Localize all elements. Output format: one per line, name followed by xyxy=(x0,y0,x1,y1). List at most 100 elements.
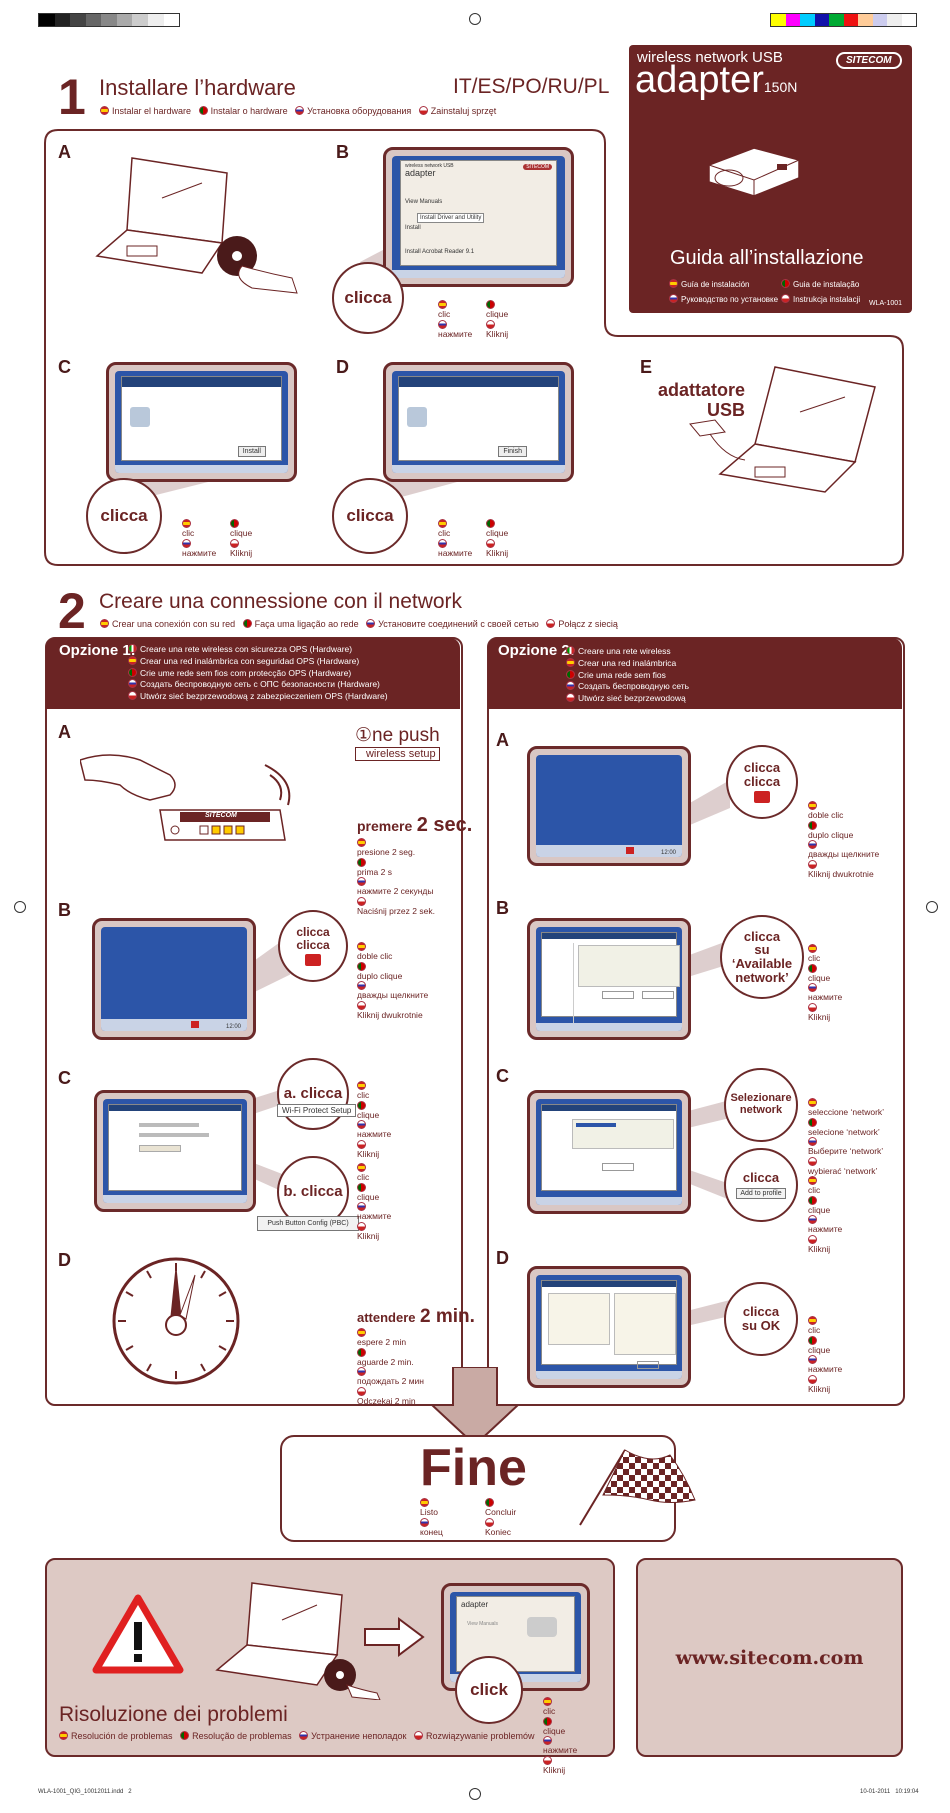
trouble-view-manuals[interactable]: View Manuals xyxy=(467,1621,499,1627)
router-brand: SITECOM xyxy=(205,812,237,819)
opt2b-langs: clic clique нажмите Kliknij xyxy=(808,944,842,1022)
step1-letter-b: B xyxy=(336,142,349,162)
footer-filename: WLA-1001_QIG_10012011.indd 2 xyxy=(38,1789,132,1795)
step1c-screen: Install xyxy=(106,362,297,482)
opt2b-click-bubble: clicca su ‘Available network’ xyxy=(720,915,804,999)
registration-mark-left xyxy=(14,901,26,913)
registration-mark-bottom xyxy=(469,1788,481,1800)
stopwatch-icon xyxy=(110,1255,242,1387)
wifi-tray-icon xyxy=(754,791,770,804)
opt2d-click-bubble: clicca su OK xyxy=(724,1282,798,1356)
step1-letter-d: D xyxy=(336,357,349,377)
trouble-click-langs: clic clique нажмите Kliknij xyxy=(543,1697,577,1775)
right-arrow xyxy=(363,1617,425,1657)
sitecom-url-link[interactable]: www.sitecom.com xyxy=(675,1646,864,1669)
section2-number: 2 xyxy=(58,583,86,639)
section2-subtitles: Crear una conexión con su red Faça uma l… xyxy=(100,619,618,629)
opt2a-dblclick-bubble: clicca clicca xyxy=(726,745,798,819)
step1c-click-bubble: clicca xyxy=(86,478,162,554)
opt2b-screen xyxy=(527,918,691,1040)
wait-langs: espere 2 min aguarde 2 min. подождать 2 … xyxy=(357,1328,424,1406)
opt1c-screen xyxy=(94,1090,256,1212)
finish-button[interactable]: Finish xyxy=(498,446,527,457)
section2-title: Creare una connessione con il network xyxy=(99,590,463,613)
opt2d-langs: clic clique нажмите Kliknij xyxy=(808,1316,842,1394)
install-driver-link-short[interactable]: Install xyxy=(405,225,421,231)
footer-timestamp: 10-01-2011 10:19:04 xyxy=(860,1789,919,1795)
guide-title: Guida all’installazione xyxy=(670,247,864,269)
opt2a-tray-icon[interactable] xyxy=(626,847,634,854)
opt2-letter-d: D xyxy=(496,1248,509,1268)
registration-mark-top xyxy=(469,13,481,25)
product-model-suffix: 150N xyxy=(763,79,798,95)
opt2c-select-langs: seleccione ‘network’ selecione ‘network’… xyxy=(808,1098,884,1176)
install-acrobat-link[interactable]: Install Acrobat Reader 9.1 xyxy=(405,249,475,255)
wifi-tray-icon xyxy=(305,954,321,967)
laptop-cd-illustration xyxy=(92,148,302,303)
router-press-illustration: SITECOM xyxy=(79,740,300,860)
product-line2: adapter150N xyxy=(635,59,798,101)
option2-lines: Creare una rete wireless Crear una red i… xyxy=(566,646,689,705)
install-driver-link[interactable]: Install Driver and Utility xyxy=(417,213,485,223)
registration-mark-right xyxy=(926,901,938,913)
step1d-click-bubble: clicca xyxy=(332,478,408,554)
section1-number: 1 xyxy=(58,69,86,125)
trouble-click-bubble: click xyxy=(455,1656,523,1724)
step1b-click-bubble: clicca xyxy=(332,262,404,334)
option1-header: Opzione 1: Creare una rete wireless con … xyxy=(46,638,460,709)
opt2a-screen: 12:00 xyxy=(527,746,691,866)
opt1-letter-c: C xyxy=(58,1068,71,1088)
laptop-usb-illustration xyxy=(685,362,885,502)
install-button[interactable]: Install xyxy=(237,446,266,457)
add-to-profile-button[interactable]: Add to profile xyxy=(736,1187,786,1199)
option2-header: Opzione 2: Creare una rete wireless Crea… xyxy=(488,638,902,709)
trouble-laptop-illustration xyxy=(212,1575,382,1701)
opt1c-a-langs: clic clique нажмите Kliknij xyxy=(357,1081,391,1159)
down-arrow xyxy=(429,1366,521,1447)
opt1c-b-langs: clic clique нажмите Kliknij xyxy=(357,1163,391,1241)
opt1b-tray-icon[interactable] xyxy=(191,1021,199,1028)
opt1b-dblclick-bubble: clicca clicca xyxy=(278,910,348,982)
press-duration: premere 2 sec. xyxy=(357,814,473,836)
option1-label: Opzione 1: xyxy=(59,642,136,659)
opt1b-screen: 12:00 xyxy=(92,918,256,1040)
wait-duration: attendere 2 min. xyxy=(357,1306,475,1327)
step1-letter-c: C xyxy=(58,357,71,377)
opt1b-clock: 12:00 xyxy=(225,1024,241,1030)
opt2-letter-a: A xyxy=(496,730,509,750)
wps-button[interactable]: Wi-Fi Protect Setup xyxy=(277,1104,357,1117)
step1-letter-a: A xyxy=(58,142,71,162)
press-langs: presione 2 seg. prima 2 s нажмите 2 секу… xyxy=(357,838,435,916)
usb-adapter-image xyxy=(699,140,809,205)
opt2c-click-langs: clic clique нажмите Kliknij xyxy=(808,1176,842,1254)
option1-lines: Creare una rete wireless con sicurezza O… xyxy=(128,644,388,703)
opt2a-langs: doble clic duplo clique дважды щелкните … xyxy=(808,801,879,879)
pbc-button[interactable]: Push Button Config (PBC) xyxy=(257,1216,359,1231)
section1-langs-code: IT/ES/PO/RU/PL xyxy=(453,75,610,98)
url-panel: www.sitecom.com xyxy=(636,1558,903,1757)
opt2-letter-b: B xyxy=(496,898,509,918)
view-manuals-link[interactable]: View Manuals xyxy=(405,199,443,205)
opt2-letter-c: C xyxy=(496,1066,509,1086)
fine-title: Fine xyxy=(420,1439,527,1497)
option2-label: Opzione 2: xyxy=(498,642,575,659)
opt2d-screen xyxy=(527,1266,691,1388)
trouble-langs: Resolución de problemas Resolução de pro… xyxy=(59,1731,535,1741)
opt1b-dblclick-langs: doble clic duplo clique дважды щелкните … xyxy=(357,942,428,1020)
section1-title: Installare l’hardware xyxy=(99,75,296,100)
warning-icon xyxy=(92,1594,184,1674)
opt2c-click-bubble: clicca Add to profile xyxy=(724,1148,798,1222)
opt1-letter-a: A xyxy=(58,722,71,742)
step1d-screen: Finish xyxy=(383,362,574,482)
section1-subtitles: Instalar el hardware Instalar o hardware… xyxy=(100,106,496,116)
product-model: WLA-1001 xyxy=(869,300,903,307)
opt2a-clock: 12:00 xyxy=(660,850,676,856)
sitecom-logo: SITECOM xyxy=(836,52,902,69)
usb-adapter-label: adattatore USB xyxy=(657,380,745,420)
opt2c-screen xyxy=(527,1090,691,1214)
product-line1: wireless network USB xyxy=(637,49,783,66)
